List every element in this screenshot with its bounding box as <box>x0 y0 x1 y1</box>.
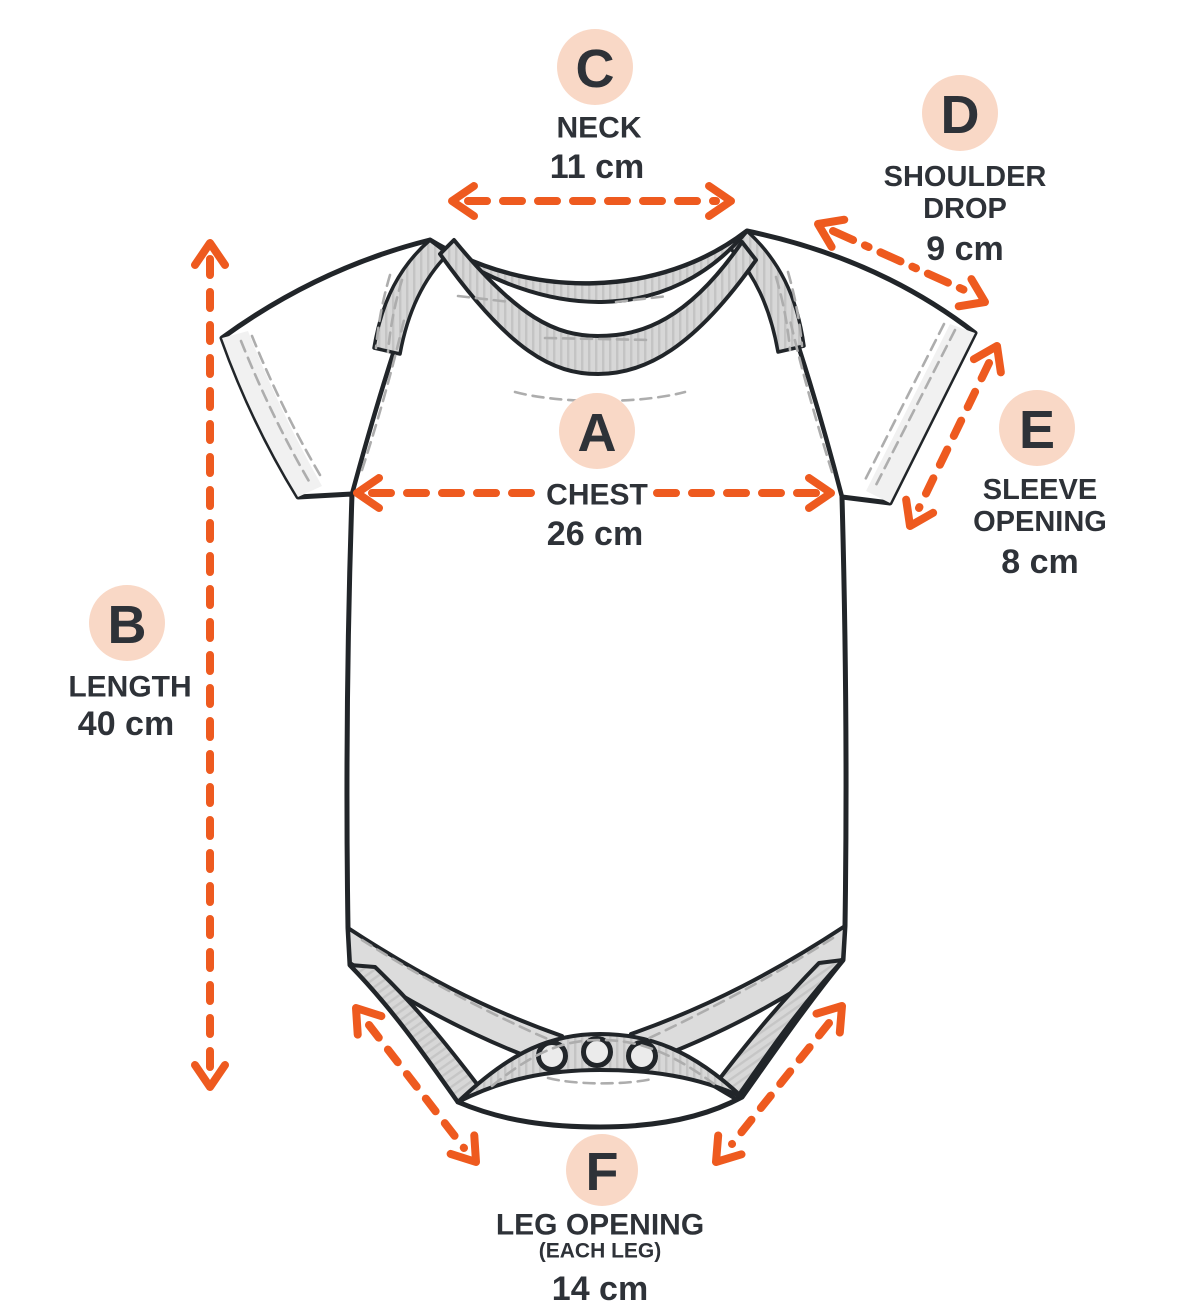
badge-c <box>557 29 633 105</box>
snap-center <box>581 1036 613 1068</box>
bodysuit-illustration <box>219 228 978 1130</box>
measure-shoulder-drop: D SHOULDER DROP 9 cm <box>812 75 1047 316</box>
badge-c-letter: C <box>576 39 615 99</box>
leg-opening-right-arrowhead-bottom <box>704 1135 741 1171</box>
leg-opening-left-arrowhead-bottom <box>451 1135 488 1171</box>
leg-opening-arrow-line-left <box>365 1021 468 1152</box>
leg-opening-arrow-line-right <box>728 1019 833 1148</box>
shoulder-drop-arrowhead-top <box>812 210 845 246</box>
badge-e <box>999 390 1075 466</box>
measure-sleeve-opening: E SLEEVE OPENING 8 cm <box>897 339 1107 581</box>
badge-b <box>89 585 165 661</box>
shoulder-drop-value: 9 cm <box>926 230 1004 268</box>
shoulder-drop-arrowhead-bottom <box>959 279 992 315</box>
right-leg-binding-front <box>712 958 845 1101</box>
snap-right <box>626 1040 658 1072</box>
measure-neck: C NECK 11 cm <box>452 29 731 216</box>
leg-opening-label: LEG OPENING <box>496 1209 704 1242</box>
measure-length: B LENGTH 40 cm <box>68 243 225 1087</box>
snap-buttons <box>536 1036 658 1072</box>
measure-leg-opening: F LEG OPENING (EACH LEG) 14 cm <box>344 997 853 1308</box>
badge-f <box>566 1134 638 1206</box>
length-value: 40 cm <box>78 705 174 743</box>
sleeve-opening-arrow-line <box>915 359 993 512</box>
back-neckband <box>428 229 749 304</box>
sleeve-opening-arrowhead-top <box>974 339 1011 372</box>
badge-f-letter: F <box>586 1142 619 1202</box>
badge-d <box>922 75 998 151</box>
crotch-flap <box>456 1032 744 1104</box>
sleeve-opening-label-line2: OPENING <box>973 506 1107 538</box>
sleeve-opening-value: 8 cm <box>1001 543 1079 581</box>
shoulder-drop-label-line1: SHOULDER <box>884 161 1047 193</box>
chest-value: 26 cm <box>547 515 643 553</box>
leg-opening-value: 14 cm <box>552 1270 648 1308</box>
shoulder-drop-label-line2: DROP <box>923 193 1007 225</box>
badge-a-letter: A <box>578 403 617 463</box>
sleeve-opening-label-line1: SLEEVE <box>983 474 1097 506</box>
badge-e-letter: E <box>1019 400 1055 460</box>
shoulder-drop-arrow-line <box>829 227 975 297</box>
neck-label: NECK <box>556 112 641 145</box>
sleeve-opening-arrowhead-bottom <box>897 500 934 533</box>
stitch-lines <box>239 270 957 1088</box>
front-neckband <box>438 238 758 376</box>
measure-chest: A CHEST 26 cm <box>357 393 831 553</box>
neck-value: 11 cm <box>550 148 645 186</box>
badge-b-letter: B <box>108 595 147 655</box>
chest-label: CHEST <box>546 479 648 512</box>
leg-opening-sublabel: (EACH LEG) <box>539 1240 662 1263</box>
badge-d-letter: D <box>941 85 980 145</box>
length-label: LENGTH <box>68 671 191 704</box>
right-sleeve-hem <box>866 324 975 503</box>
badge-a <box>559 393 635 469</box>
